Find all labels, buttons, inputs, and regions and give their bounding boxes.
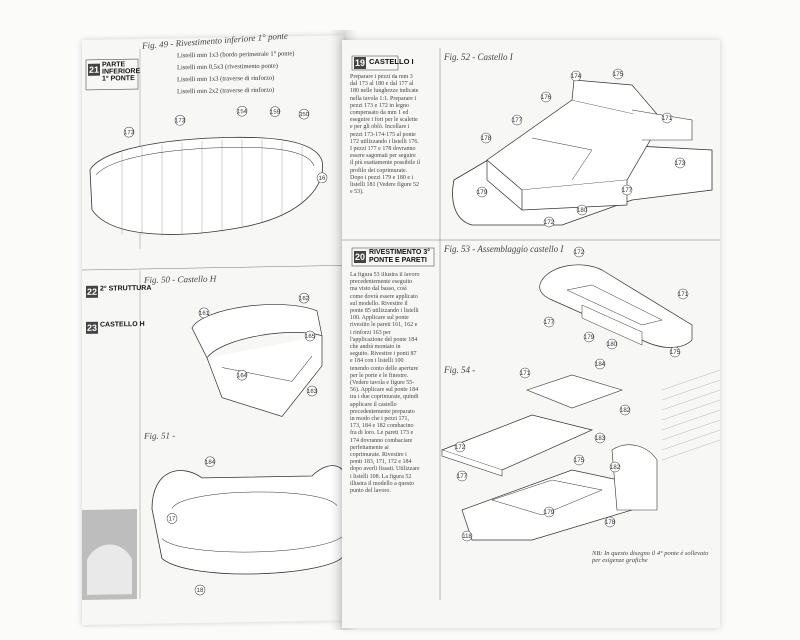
fig52-label: 171 [662,116,673,122]
fig53-label: 172 [574,250,585,256]
right-page-drawings: 174 175 176 177 178 179 180 177 172 171 … [342,48,720,600]
fig52-label: 179 [477,190,488,196]
fig49-label: 173 [175,118,186,124]
fig50-label: 161 [199,311,210,317]
fig50-label: 162 [299,296,310,302]
fig53-label: 179 [584,335,595,341]
fig54-label: 175 [574,458,585,464]
section-title: CASTELLO I [369,57,414,66]
fig52-label: 176 [541,95,552,101]
fig52-caption: Fig. 52 - Castello I [444,52,513,62]
fig53-label: 175 [670,350,681,356]
fig53-caption: Fig. 53 - Assemblaggio castello I [444,244,564,254]
fig53-label: 171 [678,292,689,298]
fig52-label: 172 [544,220,555,226]
fig49-label: 159 [270,110,281,116]
section-title: PARTE INFERIORE 1° PONTE [102,61,141,83]
fig52-label: 178 [481,136,492,142]
fig51-label: 184 [205,460,216,466]
section-number: 21 [88,63,100,76]
fig52-label: 180 [577,208,588,214]
section-body: La figura 53 illustra il lavoro preceden… [350,272,420,495]
fig54-caption: Fig. 54 - [444,365,476,375]
fig54-label: 118 [462,534,472,540]
fig51-label: 18 [197,588,204,594]
fig53-label: 180 [607,342,618,348]
fig49-label: 173 [124,130,135,136]
left-page: 173 173 154 159 350 16 161 162 165 164 1… [82,31,344,626]
fig50-label: 163 [307,389,318,395]
fig54-label: 178 [605,520,616,526]
left-page-drawings: 173 173 154 159 350 16 161 162 165 164 1… [82,48,344,600]
fig54-label: 182 [610,465,621,471]
fig50-label: 165 [305,334,316,340]
fig49-label: 16 [319,176,326,182]
fig54-label: 172 [455,445,466,451]
section-number: 19 [354,57,366,69]
section-title: 2° STRUTTURA [100,284,152,293]
right-page: 174 175 176 177 178 179 180 177 172 171 … [342,40,720,628]
fig51-label: 17 [169,516,176,522]
section-title: RIVESTIMENTO 3° PONTE E PARETI [369,249,431,264]
fig54-label: 177 [457,474,468,480]
section-number: 20 [354,251,366,263]
fig52-label: 173 [675,161,686,167]
fig54-label: 184 [595,362,606,368]
section-body: Preparare i pezzi da mm 3 dal 173 al 180… [350,74,420,196]
fig49-label: 154 [237,109,248,115]
fig54-label: 183 [595,436,606,442]
fig54-label: 171 [520,371,531,377]
section-title: CASTELLO H [100,320,145,329]
fig51-caption: Fig. 51 - [144,430,176,441]
fig49-label: 350 [299,112,310,118]
fig54-label: 182 [620,408,631,414]
fig52-label: 177 [512,118,523,124]
fig50-caption: Fig. 50 - Castello H [144,273,217,285]
fig52-label: 175 [613,72,624,78]
fig50-label: 164 [237,373,248,379]
section-number: 23 [86,321,98,334]
fig53-label: 177 [544,320,555,326]
fig52-label: 174 [571,74,582,80]
section-number: 22 [86,285,98,298]
footnote: NB: In questo disegno il 4° ponte è soll… [592,550,709,564]
fig52-label: 177 [622,188,633,194]
fig54-label: 179 [544,510,555,516]
